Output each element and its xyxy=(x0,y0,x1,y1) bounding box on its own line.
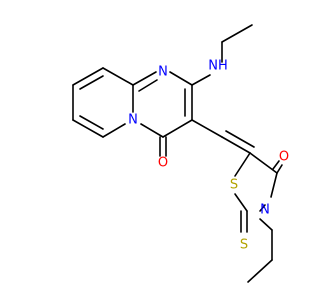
bond xyxy=(140,123,164,138)
bond xyxy=(234,152,251,177)
bond xyxy=(276,164,283,174)
molecule-structure-diagram: N NH N O O S N S xyxy=(72,24,290,283)
bond xyxy=(225,130,255,148)
bond xyxy=(259,204,266,212)
bond xyxy=(102,123,126,138)
atom-s-ring: S xyxy=(230,178,238,193)
bond xyxy=(72,67,104,86)
bond xyxy=(132,71,157,86)
bond xyxy=(79,115,104,130)
atom-o-left: O xyxy=(158,156,168,171)
atom-nh: NH xyxy=(208,59,228,74)
bond xyxy=(72,119,104,138)
bond xyxy=(162,119,193,138)
bond xyxy=(169,71,193,86)
bond xyxy=(191,74,211,86)
bond xyxy=(79,75,104,90)
bond xyxy=(249,152,278,174)
molecule-svg: N NH N O O S N S xyxy=(72,24,289,283)
atom-n-thz: N xyxy=(260,203,270,218)
atom-s-thione: S xyxy=(240,238,248,253)
bond xyxy=(270,172,278,198)
bond xyxy=(102,67,134,86)
bond xyxy=(221,136,251,154)
bond xyxy=(259,218,273,231)
atom-n-top: N xyxy=(158,65,168,80)
bond xyxy=(191,119,223,138)
bond xyxy=(234,193,248,212)
bond xyxy=(138,79,158,92)
bond xyxy=(272,160,280,170)
atom-n-ring: N xyxy=(128,113,138,128)
bond xyxy=(221,24,253,43)
bond xyxy=(247,259,273,283)
atom-o-right: O xyxy=(279,150,289,165)
